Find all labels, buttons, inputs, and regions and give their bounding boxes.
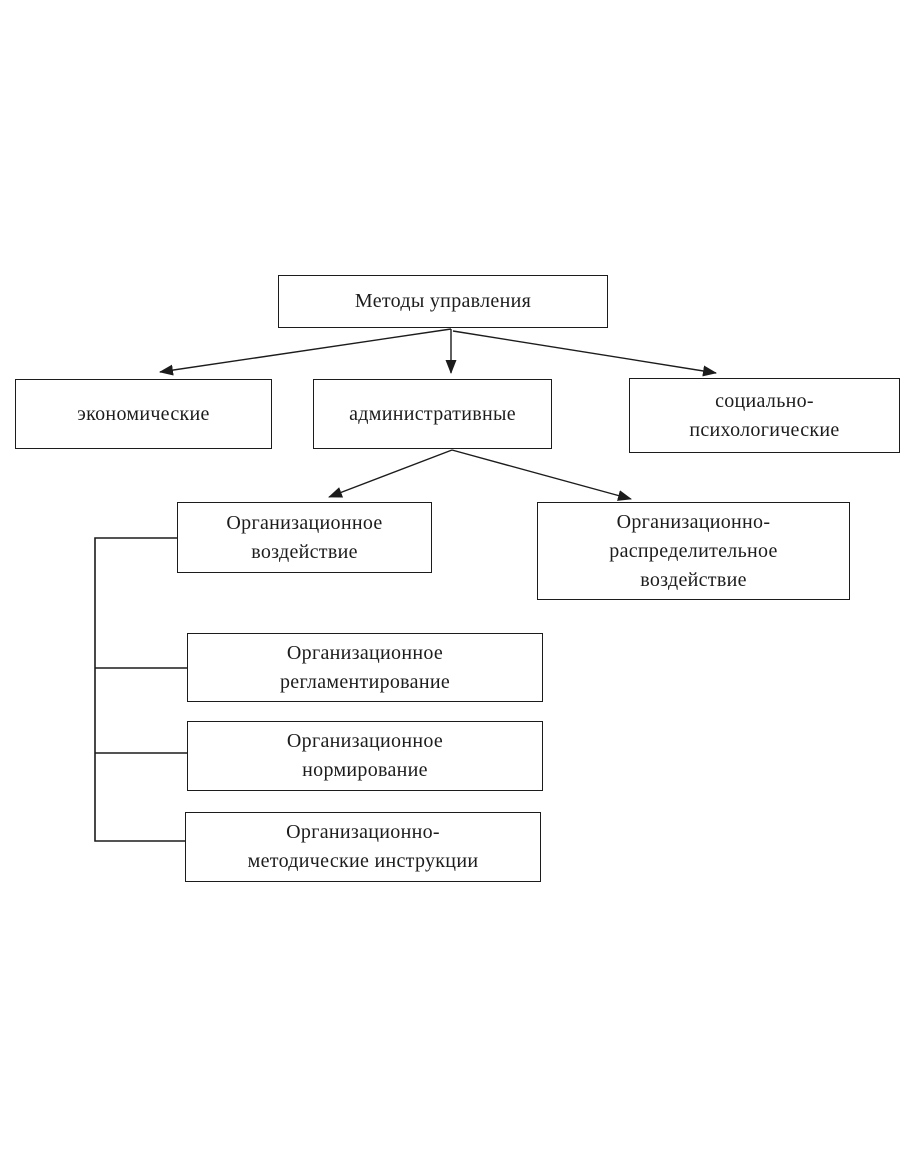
node-org-influence: Организационное воздействие [177, 502, 432, 573]
node-root: Методы управления [278, 275, 608, 328]
edge-root-socio-psychological [452, 330, 717, 377]
node-org-influence-label: Организационное воздействие [226, 511, 383, 563]
edge-root-economic [159, 328, 452, 376]
node-administrative-label: административные [349, 402, 516, 425]
node-org-normalization: Организационное нормирование [187, 721, 543, 791]
node-socio-psychological: социально- психологические [629, 378, 900, 453]
bracket-org-influence-children [94, 537, 185, 842]
node-org-distributive-influence: Организационно- распределительное воздей… [537, 502, 850, 600]
node-org-regulation-label: Организационное регламентирование [279, 641, 451, 693]
node-socio-psychological-label: социально- психологические [689, 389, 840, 441]
edge-administrative-org-distributive [451, 449, 632, 501]
node-org-normalization-label: Организационное нормирование [286, 730, 444, 781]
node-economic: экономические [15, 379, 272, 449]
edge-administrative-org-influence [328, 449, 453, 498]
node-root-label: Методы управления [354, 290, 532, 312]
node-economic-label: экономические [77, 402, 210, 425]
node-org-regulation: Организационное регламентирование [187, 633, 543, 702]
node-administrative: административные [313, 379, 552, 449]
node-org-methodical-instructions: Организационно- методические инструкции [185, 812, 541, 882]
node-org-methodical-instructions-label: Организационно- методические инструкции [247, 821, 479, 872]
node-org-distributive-influence-label: Организационно- распределительное воздей… [609, 510, 778, 591]
